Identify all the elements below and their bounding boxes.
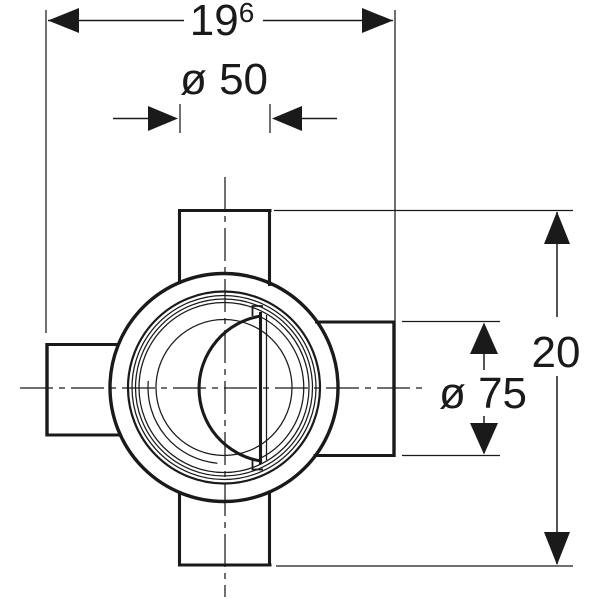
- baffle-bottom-tab: [251, 459, 263, 471]
- height-arrow-top: [544, 211, 570, 244]
- diameter50-arrow-right: [272, 106, 302, 131]
- body-ring-circle-3: [138, 301, 310, 474]
- centerlines: [20, 177, 424, 597]
- dimension-overall-height: 20: [274, 209, 581, 567]
- diameter50-label: ø 50: [180, 55, 268, 104]
- body-outer-circle: [108, 271, 340, 504]
- height-arrow-bottom: [544, 532, 570, 565]
- diameter75-arrow-down: [470, 423, 498, 455]
- dimension-overall-width: 196: [45, 0, 396, 333]
- bore-arc-lower-left: [147, 380, 218, 464]
- fitting-body: [45, 208, 396, 567]
- diameter75-arrow-up: [470, 322, 498, 354]
- dimension-side-socket-diameter: ø 75: [402, 320, 527, 457]
- body-ring-circle-1: [131, 294, 317, 481]
- diameter75-label: ø 75: [439, 369, 527, 418]
- body-ring-circle-2: [134, 298, 314, 477]
- baffle-crescent-arc: [197, 314, 262, 463]
- height-dimension-label: 20: [532, 328, 581, 377]
- crescent-baffle: [197, 305, 268, 471]
- width-arrow-right: [362, 8, 393, 33]
- width-dimension-label: 196: [190, 0, 255, 45]
- baffle-top-tab: [251, 305, 263, 316]
- body-flange-circle: [126, 290, 322, 485]
- diameter50-arrow-left: [148, 106, 178, 131]
- width-arrow-left: [48, 8, 79, 33]
- bore-circle: [155, 318, 293, 457]
- dimension-top-socket-diameter: ø 50: [113, 55, 337, 133]
- insert-rim-arc-right: [260, 316, 305, 459]
